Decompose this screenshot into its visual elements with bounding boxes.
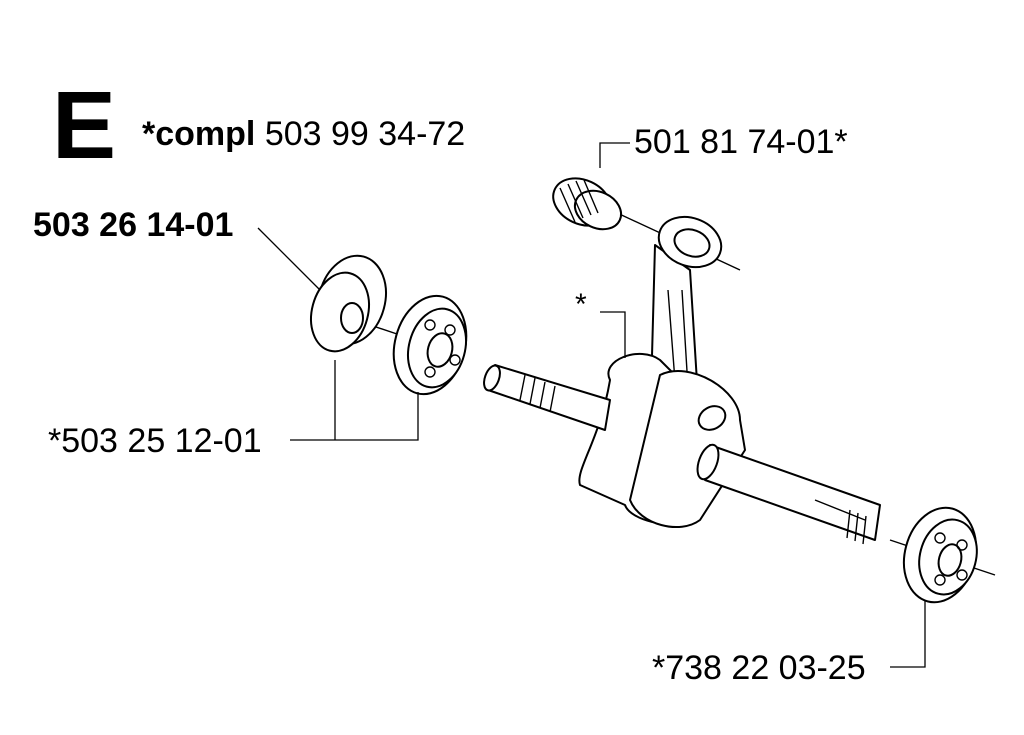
section-letter: E bbox=[52, 72, 117, 179]
callout-leader-lines bbox=[257, 142, 926, 668]
crank-web-part bbox=[578, 352, 746, 529]
right-bearing-callout: *738 22 03-25 bbox=[652, 649, 866, 687]
left-ball-bearing-part bbox=[392, 294, 468, 396]
left-shaft-part bbox=[483, 364, 611, 431]
crankshaft-callout: * bbox=[575, 288, 587, 321]
right-ball-bearing-part bbox=[902, 506, 978, 604]
kit-number: 503 99 34-72 bbox=[264, 115, 466, 153]
needle-bearing-callout: 501 81 74-01* bbox=[634, 123, 848, 161]
kit-prefix: *compl bbox=[142, 115, 256, 153]
kit-label: *compl 503 99 34-72 bbox=[142, 117, 465, 151]
needle-bearing-part bbox=[552, 177, 623, 231]
left-bearings-callout: *503 25 12-01 bbox=[48, 422, 262, 460]
seal-part bbox=[310, 254, 387, 353]
right-shaft-part bbox=[696, 443, 881, 545]
seal-callout: 503 26 14-01 bbox=[33, 206, 234, 244]
